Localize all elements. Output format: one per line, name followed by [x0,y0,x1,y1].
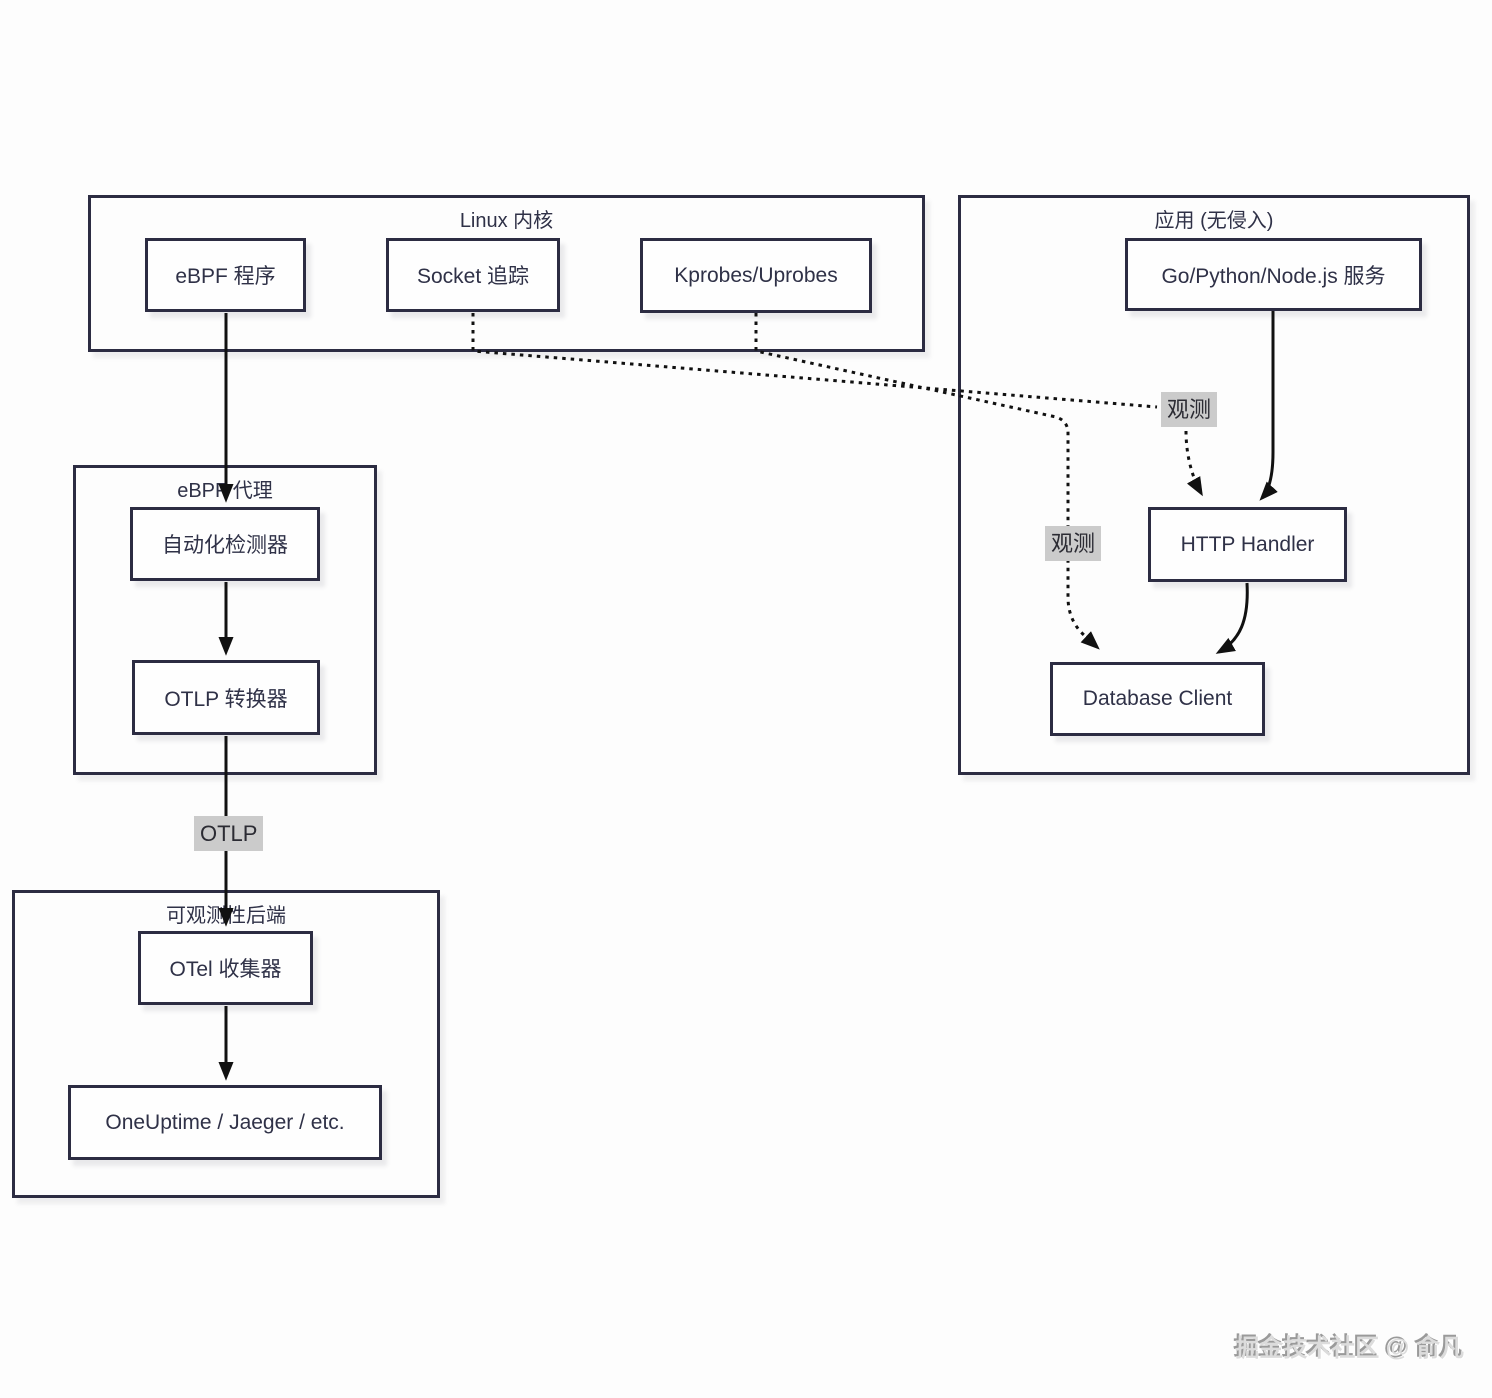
edge-label-otlp: OTLP [194,816,264,851]
node-kprobes-uprobes: Kprobes/Uprobes [640,238,872,313]
node-ebpf-program: eBPF 程序 [145,238,306,312]
node-auto-detector: 自动化检测器 [130,507,320,581]
node-go-service: Go/Python/Node.js 服务 [1125,238,1422,311]
node-http-handler: HTTP Handler [1148,507,1347,582]
node-database-client: Database Client [1050,662,1265,736]
container-title-observability-backend: 可观测性后端 [166,905,286,927]
node-socket-tracing: Socket 追踪 [386,238,560,312]
container-title-ebpf-agent: eBPF 代理 [177,480,273,502]
container-title-application: 应用 (无侵入) [1154,210,1274,232]
edge-label-observe-1: 观测 [1161,392,1218,427]
node-otel-collector: OTel 收集器 [138,931,313,1005]
node-otlp-converter: OTLP 转换器 [132,660,320,735]
node-backends-list: OneUptime / Jaeger / etc. [68,1085,382,1160]
watermark: 掘金技术社区 @ 俞凡 [1235,1335,1464,1362]
edge-label-observe-2: 观测 [1045,526,1102,561]
container-title-linux-kernel: Linux 内核 [459,210,554,232]
